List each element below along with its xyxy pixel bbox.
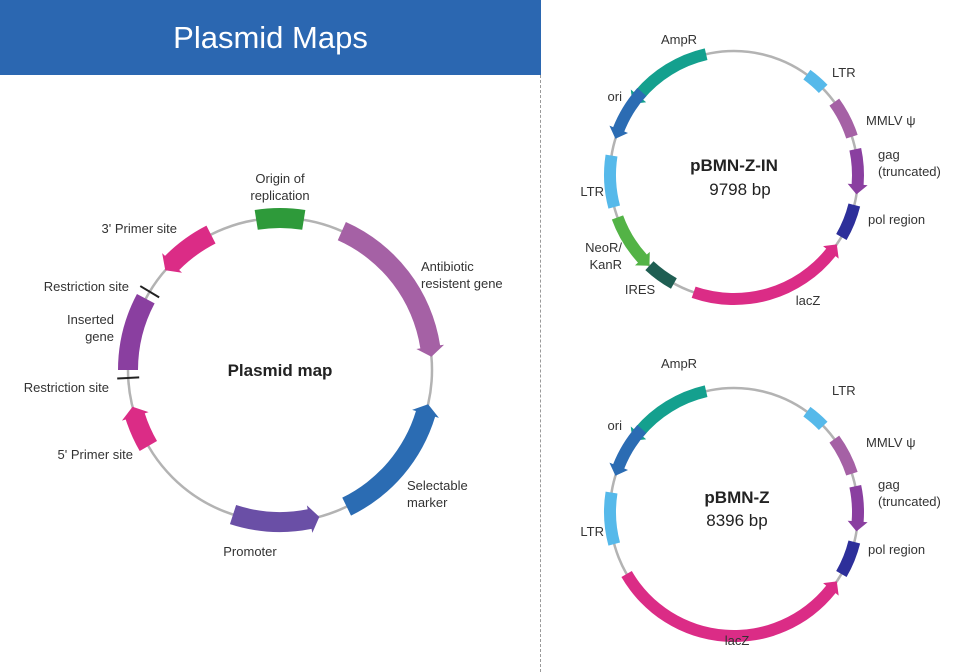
- ltr1-feature: [803, 406, 828, 431]
- map-size: 9798 bp: [709, 180, 770, 199]
- plasmid-map-pbmn-z-in: AmpR LTR MMLV ψ gag(truncated) pol region lac…: [580, 32, 940, 308]
- selectable-feature: [342, 404, 439, 516]
- ires-feature: [645, 261, 677, 289]
- ltr1-feature: [803, 69, 828, 94]
- inserted-feature: [118, 293, 155, 370]
- gag-feature: [847, 484, 868, 532]
- restriction1-marker: [117, 376, 140, 380]
- pol-feature: [836, 540, 861, 577]
- promoter-feature: [229, 505, 320, 533]
- mmlv-feature: [829, 435, 858, 476]
- pol-label: pol region: [868, 542, 925, 557]
- ori-feature: [609, 88, 647, 139]
- ori-label: ori: [608, 89, 623, 104]
- primer5-feature: [121, 406, 158, 451]
- mmlv-label: MMLV ψ: [866, 435, 915, 450]
- lacz-feature: [621, 571, 839, 642]
- gag-feature: [847, 147, 868, 195]
- ltr2-label: LTR: [580, 184, 604, 199]
- ltr2-feature: [603, 491, 621, 546]
- pol-feature: [836, 203, 861, 240]
- lacz-label: lacZ: [725, 633, 750, 648]
- ori-feature: [609, 425, 647, 476]
- map-title: Plasmid map: [228, 361, 333, 380]
- ampr-feature: [630, 48, 708, 104]
- mmlv-label: MMLV ψ: [866, 113, 915, 128]
- ltr1-label: LTR: [832, 65, 856, 80]
- primer3-label: 3' Primer site: [102, 221, 177, 236]
- neor-feature: [611, 215, 650, 266]
- plasmid-map-pbmn-z: AmpR LTR MMLV ψ gag(truncated) pol region lac…: [580, 356, 940, 648]
- ampr-label: AmpR: [661, 32, 697, 47]
- section-divider: [540, 75, 541, 672]
- map-title: pBMN-Z: [704, 488, 769, 507]
- lacz-feature: [691, 244, 839, 306]
- ltr1-label: LTR: [832, 383, 856, 398]
- antibiotic-feature: [337, 222, 445, 357]
- pol-label: pol region: [868, 212, 925, 227]
- restriction2-marker: [139, 285, 160, 299]
- promoter-label: Promoter: [223, 544, 277, 559]
- restriction1-label: Restriction site: [24, 380, 109, 395]
- ori-label: ori: [608, 418, 623, 433]
- ltr2-label: LTR: [580, 524, 604, 539]
- page-title: Plasmid Maps: [173, 19, 368, 55]
- ampr-label: AmpR: [661, 356, 697, 371]
- map-size: 8396 bp: [706, 511, 767, 530]
- restriction2-label: Restriction site: [44, 279, 129, 294]
- ires-label: IRES: [625, 282, 656, 297]
- ltr2-feature: [603, 154, 621, 209]
- map-title: pBMN-Z-IN: [690, 156, 778, 175]
- ampr-feature: [630, 385, 708, 441]
- primer5-label: 5' Primer site: [58, 447, 133, 462]
- gag-label: gag(truncated): [878, 147, 941, 179]
- mmlv-feature: [829, 98, 858, 139]
- header-bar: Plasmid Maps: [0, 0, 541, 75]
- origin-feature: [254, 207, 306, 230]
- gag-label: gag(truncated): [878, 477, 941, 509]
- lacz-label: lacZ: [796, 293, 821, 308]
- primer3-feature: [162, 225, 216, 273]
- neor-label: NeoR/KanR: [585, 240, 622, 272]
